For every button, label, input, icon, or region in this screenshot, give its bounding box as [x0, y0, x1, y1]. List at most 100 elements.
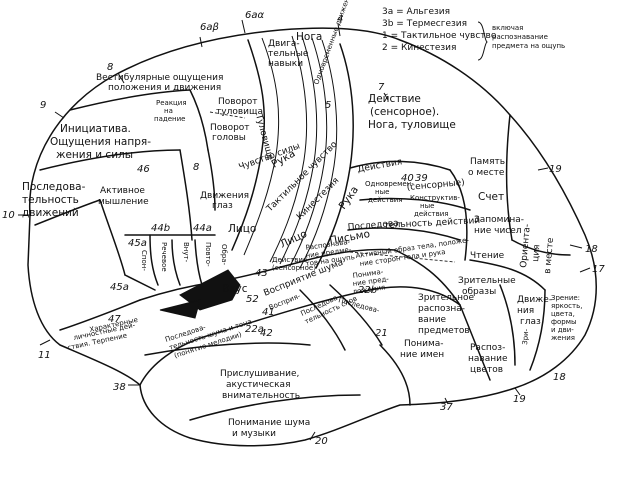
label-seqact-1: Последова- — [347, 218, 402, 233]
line-parietal-3 — [347, 227, 461, 241]
area-22b: 22b — [358, 285, 377, 296]
label-initiative-3: жения и силы — [56, 149, 133, 161]
label-listening-3: внимательность — [222, 391, 300, 401]
area-18a: 18 — [585, 244, 598, 255]
label-names-2: ние имен — [400, 350, 444, 360]
label-vis-recog-2: распозна- — [418, 304, 465, 314]
brain-outline — [27, 27, 597, 447]
line-frontal-6 — [189, 89, 209, 151]
area-38: 38 — [113, 382, 126, 393]
area-6aa: 6аα — [245, 10, 264, 21]
label-visual-1: Зрительные — [458, 276, 516, 286]
label-turn-body-2: туловища — [216, 107, 263, 117]
label-act-small-2: (сенсорное) — [272, 264, 316, 272]
area-45a: 45a — [128, 238, 147, 249]
label-act-small-1: Действие — [272, 256, 307, 264]
sylvian-fissure — [139, 248, 396, 301]
area-22a: 22a — [245, 324, 264, 335]
central-band-1 — [231, 39, 266, 251]
label-memory-place-1: Память — [470, 157, 505, 167]
tick-11 — [39, 339, 51, 346]
area-39: 39 — [415, 173, 428, 184]
label-color-form-3: цвета, — [551, 310, 575, 318]
label-simul-3: действия — [368, 196, 403, 204]
tick-37 — [444, 397, 449, 405]
area-21: 21 — [375, 328, 388, 339]
label-face2: Лицо — [278, 228, 309, 251]
line-frontal-2 — [39, 149, 181, 171]
label-memory-place-2: о месте — [468, 168, 505, 178]
line-frontal-1 — [69, 89, 191, 111]
central-band-4 — [279, 35, 318, 265]
label-active-2: мышление — [98, 197, 149, 207]
label-color-form-1: Зрение: — [551, 294, 580, 302]
area-9: 9 — [40, 100, 46, 111]
label-turn-body-1: Поворот — [218, 97, 258, 107]
line-parietal-5 — [394, 249, 461, 306]
area-46: 46 — [137, 164, 150, 175]
label-hand2: Рука — [337, 184, 361, 212]
tick-9 — [54, 111, 65, 119]
line-occipital-6 — [499, 284, 516, 366]
area-43: 43 — [255, 268, 268, 279]
area-40: 40 — [401, 173, 414, 184]
label-color-form-4: формы — [551, 318, 577, 326]
label-action-1: Действие — [368, 93, 421, 105]
label-motor-2: тельные — [268, 49, 309, 59]
label-eye-move2-2: ния — [517, 306, 534, 316]
line-frontal-10 — [171, 239, 181, 286]
legend-note-2: распознавание — [492, 33, 548, 41]
area-20: 20 — [315, 436, 328, 447]
label-reaction-3: падение — [154, 115, 185, 123]
line-frontal-4 — [99, 199, 126, 276]
area-8-mid: 8 — [193, 162, 199, 173]
label-initiative-2: Ощущения напря- — [50, 136, 151, 148]
label-simul-1: Одновремен- — [365, 180, 414, 188]
label-color-form-5: и дви- — [551, 326, 574, 334]
line-temporal-1 — [144, 342, 311, 356]
label-sequence-1: Последова- — [22, 181, 86, 193]
label-color-form-2: яркость, — [551, 302, 582, 310]
tick-18a — [569, 244, 583, 249]
label-repeat: Повто- — [204, 242, 212, 267]
line-parietal-2 — [359, 197, 471, 211]
label-orient-1: Ориента- — [519, 223, 533, 268]
label-eye-move2-1: Движе- — [517, 295, 552, 305]
line-occipital-5 — [459, 304, 491, 381]
area-44b: 44b — [151, 223, 170, 234]
label-leg: Нога — [296, 31, 322, 43]
label-sequence-2: тельность — [22, 194, 79, 206]
label-noise-music-1: Понимание шума — [228, 418, 310, 428]
label-reading: Чтение — [470, 251, 505, 261]
label-listening-2: акустическая — [226, 380, 291, 390]
line-frontal-3 — [34, 199, 101, 226]
area-7: 7 — [378, 82, 385, 93]
line-occipital-3 — [469, 259, 546, 291]
label-vestib-1: Вестибулярные ощущения — [96, 73, 223, 83]
area-4: 4 — [337, 14, 343, 25]
label-sequence-3: движений — [22, 207, 79, 219]
line-parietal-dash — [349, 251, 456, 263]
tick-19b — [514, 387, 521, 396]
label-face: Лицо — [228, 223, 256, 235]
label-vis-recog-1: Зрительное — [418, 293, 475, 303]
area-45a-2: 45a — [110, 282, 129, 293]
label-listening-1: Прислушивание, — [220, 369, 299, 379]
line-temporal-5 — [379, 344, 411, 406]
tick-4 — [337, 23, 341, 37]
legend-3a: 3а = Альгезия — [382, 7, 450, 17]
line-frontal-8 — [124, 274, 156, 291]
label-action-3: Нога, туловище — [368, 119, 456, 131]
label-succession2: Последова- — [337, 296, 380, 315]
central-band-5 — [289, 37, 328, 267]
legend-note-3: предмета на ощупь — [492, 42, 565, 50]
legend-2: 2 = Кинестезия — [382, 43, 456, 53]
label-simul-2: ные — [375, 188, 389, 196]
label-verbal: Внут- — [182, 242, 190, 263]
label-eye-move-2: глаз — [212, 201, 233, 211]
label-nominal: Обра- — [220, 244, 228, 266]
tick-17 — [579, 267, 591, 273]
tick-6ab — [199, 36, 203, 48]
central-band-6 — [299, 39, 338, 269]
